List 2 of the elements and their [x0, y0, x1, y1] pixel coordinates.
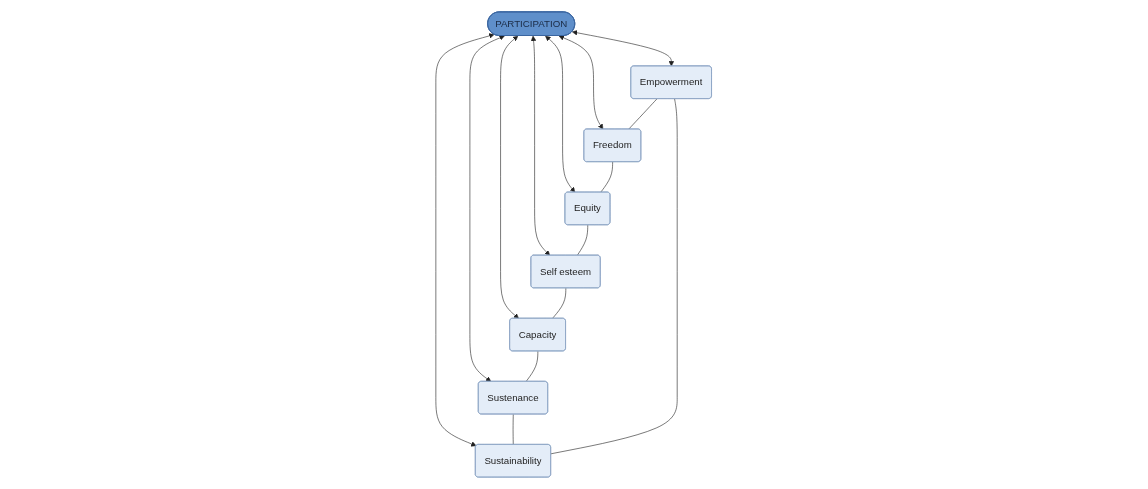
- connector: [551, 98, 678, 455]
- connector: [577, 224, 589, 256]
